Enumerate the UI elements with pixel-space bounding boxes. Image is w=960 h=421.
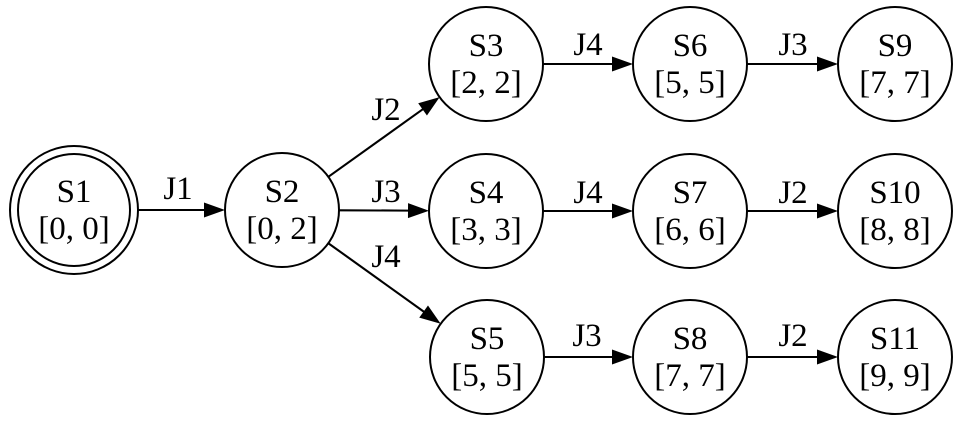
node-label: S6 xyxy=(673,28,708,64)
node-label: S7 xyxy=(673,175,708,211)
edge-S6-S9: J3 xyxy=(747,27,838,72)
edge-label: J3 xyxy=(778,27,807,63)
node-interval-label: [3, 3] xyxy=(450,212,521,248)
arrowhead-icon xyxy=(612,203,633,219)
edge-label: J4 xyxy=(371,239,400,275)
node-circle xyxy=(428,6,544,122)
node-S4: S4[3, 3] xyxy=(428,153,544,269)
edge-label: J2 xyxy=(778,175,807,211)
node-S11: S11[9, 9] xyxy=(837,299,953,415)
node-interval-label: [7, 7] xyxy=(859,65,930,101)
node-circle xyxy=(632,6,748,122)
edge-S7-S10: J2 xyxy=(747,175,838,219)
edge-S2-S3: J2 xyxy=(327,92,440,178)
arrowhead-icon xyxy=(817,203,838,219)
node-S6: S6[5, 5] xyxy=(632,6,748,122)
arrowhead-icon xyxy=(817,349,838,365)
node-interval-label: [9, 9] xyxy=(859,358,930,394)
arrowhead-icon xyxy=(407,203,430,219)
edge-label: J4 xyxy=(573,175,602,211)
edge-S2-S4: J3 xyxy=(338,174,430,219)
node-label: S3 xyxy=(469,28,504,64)
node-label: S9 xyxy=(878,28,913,64)
edge-S3-S6: J4 xyxy=(543,27,633,72)
node-label: S4 xyxy=(469,175,504,211)
node-interval-label: [8, 8] xyxy=(859,212,930,248)
node-S2: S2[0, 2] xyxy=(224,152,340,268)
node-label: S11 xyxy=(870,321,920,357)
node-S9: S9[7, 7] xyxy=(837,6,953,122)
node-interval-label: [6, 6] xyxy=(654,212,725,248)
node-label: S10 xyxy=(869,175,920,211)
node-S7: S7[6, 6] xyxy=(632,153,748,269)
arrowhead-icon xyxy=(612,349,633,365)
node-interval-label: [7, 7] xyxy=(654,358,725,394)
edge-label: J3 xyxy=(371,174,400,210)
node-label: S5 xyxy=(470,321,505,357)
edge-S1-S2: J1 xyxy=(138,171,225,218)
arrowhead-icon xyxy=(419,305,441,324)
node-inner-circle xyxy=(17,153,131,267)
node-circle xyxy=(632,299,748,415)
edge-label: J2 xyxy=(778,318,807,354)
node-circle xyxy=(224,152,340,268)
arrowhead-icon xyxy=(817,56,838,72)
node-S5: S5[5, 5] xyxy=(429,299,545,415)
arrowhead-icon xyxy=(418,97,440,116)
node-S1: S1[0, 0] xyxy=(9,145,139,275)
edge-label: J2 xyxy=(371,92,400,128)
node-S3: S3[2, 2] xyxy=(428,6,544,122)
node-label: S8 xyxy=(673,321,708,357)
edge-line xyxy=(327,107,424,178)
node-interval-label: [0, 0] xyxy=(38,211,109,247)
node-circle xyxy=(428,153,544,269)
node-S10: S10[8, 8] xyxy=(837,153,953,269)
edge-S8-S11: J2 xyxy=(747,318,838,365)
node-label: S1 xyxy=(57,174,92,210)
node-interval-label: [0, 2] xyxy=(246,211,317,247)
node-interval-label: [2, 2] xyxy=(450,65,521,101)
edge-S2-S5: J4 xyxy=(327,239,441,324)
edge-label: J1 xyxy=(163,171,192,207)
edge-label: J4 xyxy=(573,27,602,63)
node-label: S2 xyxy=(265,174,300,210)
node-circle xyxy=(632,153,748,269)
arrowhead-icon xyxy=(204,202,225,218)
arrowhead-icon xyxy=(612,56,633,72)
edge-S5-S8: J3 xyxy=(544,318,633,365)
node-circle xyxy=(429,299,545,415)
node-circle xyxy=(837,6,953,122)
node-interval-label: [5, 5] xyxy=(451,358,522,394)
node-circle xyxy=(837,153,953,269)
edge-label: J3 xyxy=(572,318,601,354)
edge-line xyxy=(327,242,426,313)
node-S8: S8[7, 7] xyxy=(632,299,748,415)
node-interval-label: [5, 5] xyxy=(654,65,725,101)
edge-S4-S7: J4 xyxy=(543,175,633,219)
node-circle xyxy=(9,145,139,275)
node-circle xyxy=(837,299,953,415)
